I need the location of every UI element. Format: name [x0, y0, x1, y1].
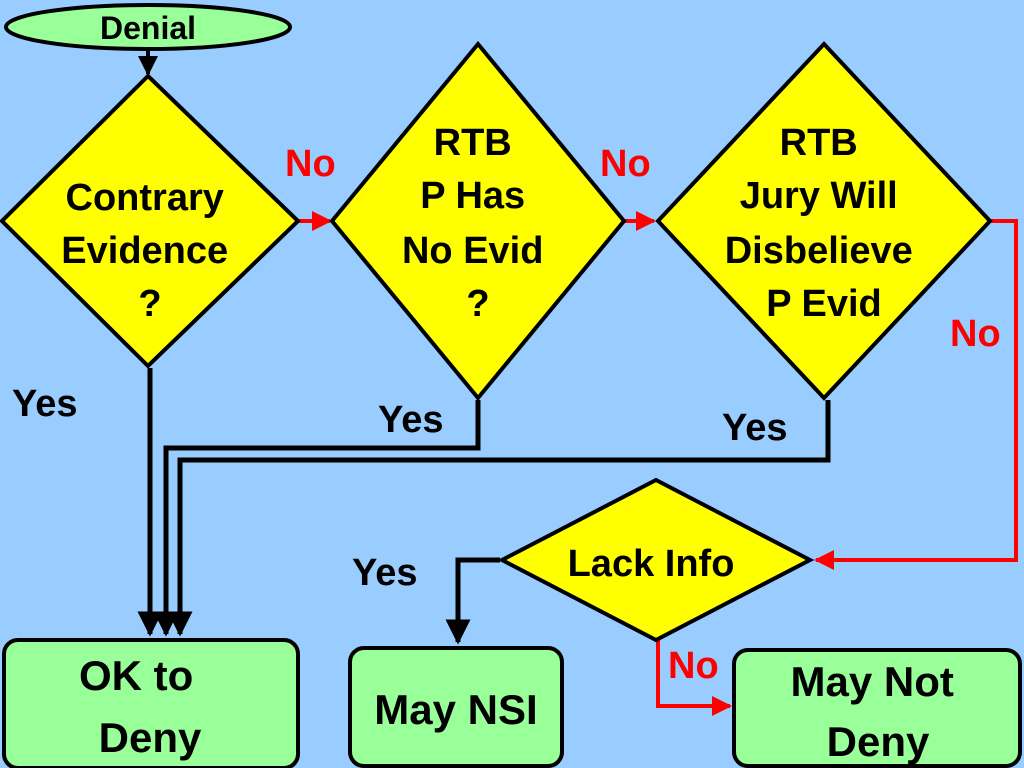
edge-label-contrary-no: No: [285, 143, 336, 185]
decision-lack-info-label: Lack Info: [568, 543, 735, 585]
decision-contrary-line: Evidence: [61, 230, 228, 272]
decision-disbelieve-line: Jury Will: [740, 175, 898, 217]
decision-no-evid-line: RTB: [434, 122, 512, 164]
svg-text:RTB P Has No Evid: RTB P Has No Evid ?: [402, 122, 554, 325]
lack-info-yes-arrow: [445, 557, 500, 645]
svg-text:May Not Deny: May Not Deny: [790, 658, 965, 765]
outcome-ok-to-deny-line: Deny: [99, 714, 202, 761]
edge-label-lack-info-yes: Yes: [352, 552, 418, 594]
edge-label-contrary-yes: Yes: [12, 383, 78, 425]
edge-label-lack-info-no: No: [668, 645, 719, 687]
svg-text:RTB Jury Will Disb: RTB Jury Will Disbelieve P Evid: [725, 122, 924, 325]
decision-contrary-evidence: Contrary Evidence ?: [0, 73, 301, 369]
disbelieve-yes-arrow: [167, 400, 831, 637]
decision-disbelieve-line: P Evid: [766, 283, 881, 325]
outcome-may-not-deny-line: May Not: [790, 658, 953, 705]
connectors: [137, 50, 1018, 716]
start-label: Denial: [100, 10, 196, 46]
svg-text:OK to Deny: OK to Deny: [79, 652, 205, 761]
edge-label-disbelieve-no: No: [950, 313, 1001, 355]
outcome-ok-to-deny-line: OK to: [79, 652, 193, 699]
decision-rtb-no-evid: RTB P Has No Evid ?: [329, 40, 627, 402]
svg-text:Contrary Evidence: Contrary Evidence ?: [61, 177, 238, 325]
decision-disbelieve-line: Disbelieve: [725, 230, 913, 272]
decision-no-evid-line: ?: [466, 283, 489, 325]
decision-no-evid-line: P Has: [420, 175, 525, 217]
edge-label-no-evid-yes: Yes: [378, 399, 444, 441]
outcome-may-not-deny: May Not Deny: [732, 648, 1022, 768]
lack-info-no-arrow: [656, 640, 732, 716]
edge-label-no-evid-no: No: [600, 143, 651, 185]
outcome-may-not-deny-line: Deny: [827, 718, 930, 765]
decision-no-evid-line: No Evid: [402, 230, 543, 272]
decision-contrary-line: Contrary: [66, 177, 224, 219]
outcome-may-nsi-label: May NSI: [374, 686, 537, 733]
decision-disbelieve-line: RTB: [780, 122, 858, 164]
decision-lack-info: Lack Info: [497, 477, 815, 643]
disbelieve-no-arrow: [814, 219, 1018, 570]
decision-rtb-disbelieve: RTB Jury Will Disbelieve P Evid: [655, 41, 993, 401]
outcome-may-nsi: May NSI: [348, 646, 564, 768]
decision-contrary-line: ?: [138, 283, 161, 325]
edge-labels: No No No No Yes Yes Yes Yes: [12, 143, 1001, 687]
start-node: Denial: [4, 3, 292, 51]
outcome-ok-to-deny: OK to Deny: [2, 638, 300, 768]
no-evid-yes-arrow: [153, 400, 481, 637]
edge-label-disbelieve-yes: Yes: [722, 407, 788, 449]
